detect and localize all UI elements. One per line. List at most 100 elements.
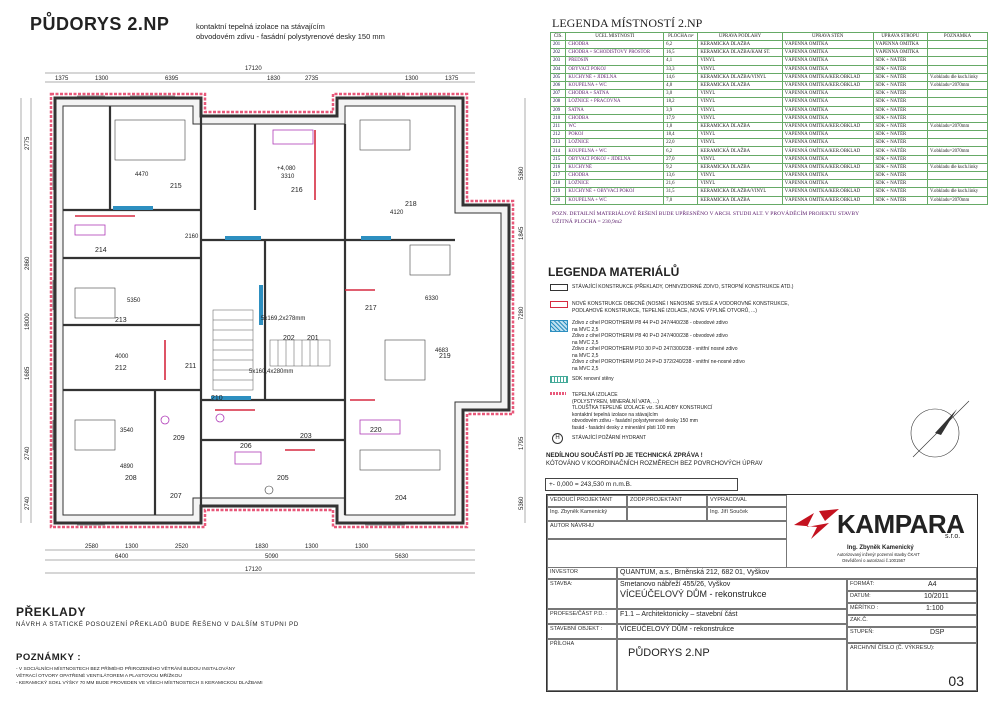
room-number-cell: 211 [549,121,567,132]
room-number-label: 215 [170,183,182,190]
material-legend-line: Zdivo z cihel POROTHERM P10 24 P+D 372/2… [572,359,745,365]
material-swatch [550,301,568,308]
material-legend-line: NOVÉ KONSTRUKCE OBECNĚ (NOSNÉ I NENOSNÉ … [572,301,789,307]
company-name: KAMPARA [837,509,965,539]
room-attr-cell: V.obkladu=2070mm [927,121,988,132]
dimension-label: 1300 [95,76,109,82]
room-attr-cell: VÁPENNÁ OMÍTKA [781,130,874,140]
resp-designer [627,507,707,521]
dimension-label: 5x160,4x280mm [249,369,293,375]
dimension-label: 3540 [120,428,134,434]
room-attr-cell: SDK + NÁTĚR [872,130,929,140]
company-logo: KAMPARA s.r.o. Ing. Zbyněk Kamenický Aut… [787,495,977,567]
room-attr-cell: KERAMICKÁ DLAŽBA [697,162,783,173]
room-attr-cell [927,89,988,99]
room-attr-cell: VÁPENNÁ OMÍTKA [781,89,874,99]
room-attr-cell: SDK + NÁTĚR [872,121,929,132]
room-attr-cell: VÁPENNÁ OMÍTKA [781,64,874,74]
room-number-label: 201 [307,335,319,342]
insulation-note-line: obvodovém zdivu - fasádní polystyrenové … [196,32,385,41]
room-number-label: 216 [291,187,303,194]
building-address: Smetanovo nábřeží 455/26, Vyškov [620,581,731,588]
room-attr-cell: 9,2 [663,162,699,173]
material-legend-line: na MVC 2,5 [572,326,599,333]
room-attr-cell: VÁPENNÁ OMÍTKA [781,170,874,181]
material-swatch [550,284,568,291]
room-attr-cell: VÁPENNÁ OMÍTKA [872,39,929,50]
room-name-cell: KOUPELNA + WC [565,80,665,91]
room-attr-cell: 18,2 [663,97,699,107]
material-legend-item: TEPELNÁ IZOLACE(POLYSTYREN, MINERÁLNÍ VA… [572,392,712,431]
profession-label: PROFESE/ČÁST P.D. : [547,609,617,624]
material-legend-item: STÁVAJÍCÍ KONSTRUKCE (PŘEKLADY, OHNIVZDO… [572,284,793,291]
room-attr-cell: VÁPENNÁ OMÍTKA [781,113,874,123]
dimension-label: 1375 [445,76,459,82]
dimension-label: 6400 [115,554,129,560]
attachment: PŮDORYS 2.NP [617,639,847,691]
room-attr-cell: SDK + NÁTĚR [872,113,929,123]
material-swatch [550,376,568,383]
room-legend-header: PLOCHA m² [663,32,699,41]
dimension-label: 5630 [395,554,409,560]
room-attr-cell: SDK + NÁTĚR [872,105,929,115]
room-attr-cell: 18,4 [663,130,699,140]
room-attr-cell: 33,3 [663,64,699,74]
material-legend-item: STÁVAJÍCÍ POŽÁRNÍ HYDRANT [572,435,646,442]
insulation-note: kontaktní tepelná izolace na stávajícím … [196,22,385,42]
insulation-note-line: kontaktní tepelná izolace na stávajícím [196,22,325,31]
building-name: VÍCEÚČELOVÝ DŮM - rekonstrukce [620,589,767,599]
material-legend-line: PODLAHOVÉ KONSTRUKCE, TEPELNÉ IZOLACE, N… [572,307,757,314]
room-number-label: 214 [95,247,107,254]
date-cell: DATUM:10/2011 [847,591,977,603]
building: Smetanovo nábřeží 455/26, Vyškov VÍCEÚČE… [617,579,847,609]
materials-legend-title: LEGENDA MATERIÁLŮ [548,265,680,279]
dimension-label: 1375 [55,76,69,82]
room-attr-cell: VÁPENNÁ OMÍTKA [781,97,874,107]
dimension-label: 6395 [165,76,179,82]
room-legend-header: ČÍS. [549,32,567,41]
room-attr-cell: 6,2 [663,146,699,156]
room-number-cell: 213 [549,138,567,148]
room-attr-cell: V.obkladu dle kuch.linky [927,162,988,173]
dimension-label: 1300 [125,544,139,550]
room-number-label: 208 [125,475,137,482]
room-number-label: 217 [365,305,377,312]
room-attr-cell: SDK + NÁTĚR [872,154,929,164]
room-number-label: 202 [283,335,295,342]
room-number-label: 218 [405,201,417,208]
format-cell: FORMÁT:A4 [847,579,977,591]
room-number-cell: 202 [549,48,567,58]
plan-title: PŮDORYS 2.NP [30,14,170,34]
room-number-label: 205 [277,475,289,482]
room-attr-cell [927,130,988,140]
room-attr-cell: VINYL [697,105,783,115]
room-number-cell: 218 [549,179,567,189]
room-attr-cell: SDK + NÁTĚR [872,138,929,148]
author-area [547,539,787,567]
remark-line: VĚTRACÍ OTVORY OPATŘENÉ VENTILÁTOREM A P… [16,674,182,679]
investor-label: INVESTOR [547,567,617,579]
room-attr-cell: VÁPENNÁ OMÍTKA [781,39,874,50]
room-attr-cell [927,138,988,148]
room-attr-cell: SDK + NÁTĚR [872,187,929,197]
material-legend-line: Zdivo z cihel POROTHERM P8 40 P+D 247/40… [572,333,728,339]
room-attr-cell: V.obkladu=2070mm [927,80,988,91]
room-number-label: 212 [115,365,127,372]
dimension-note: KÓTOVÁNO V KOORDINAČNÍCH ROZMĚRECH BEZ P… [546,461,763,467]
room-number-label: 213 [115,317,127,324]
dimension-label: 2160 [185,234,199,240]
room-attr-cell: SDK + NÁTĚR [872,97,929,107]
room-name-cell: OBÝVACÍ POKOJ [565,64,665,74]
room-number-cell: 216 [549,162,567,173]
room-attr-cell [927,64,988,74]
room-attr-cell: VINYL [697,97,783,107]
room-attr-cell: VÁPENNÁ OMÍTKA [781,48,874,58]
room-number-cell: 205 [549,72,567,82]
dimension-label: 5x169,2x278mm [261,316,305,322]
